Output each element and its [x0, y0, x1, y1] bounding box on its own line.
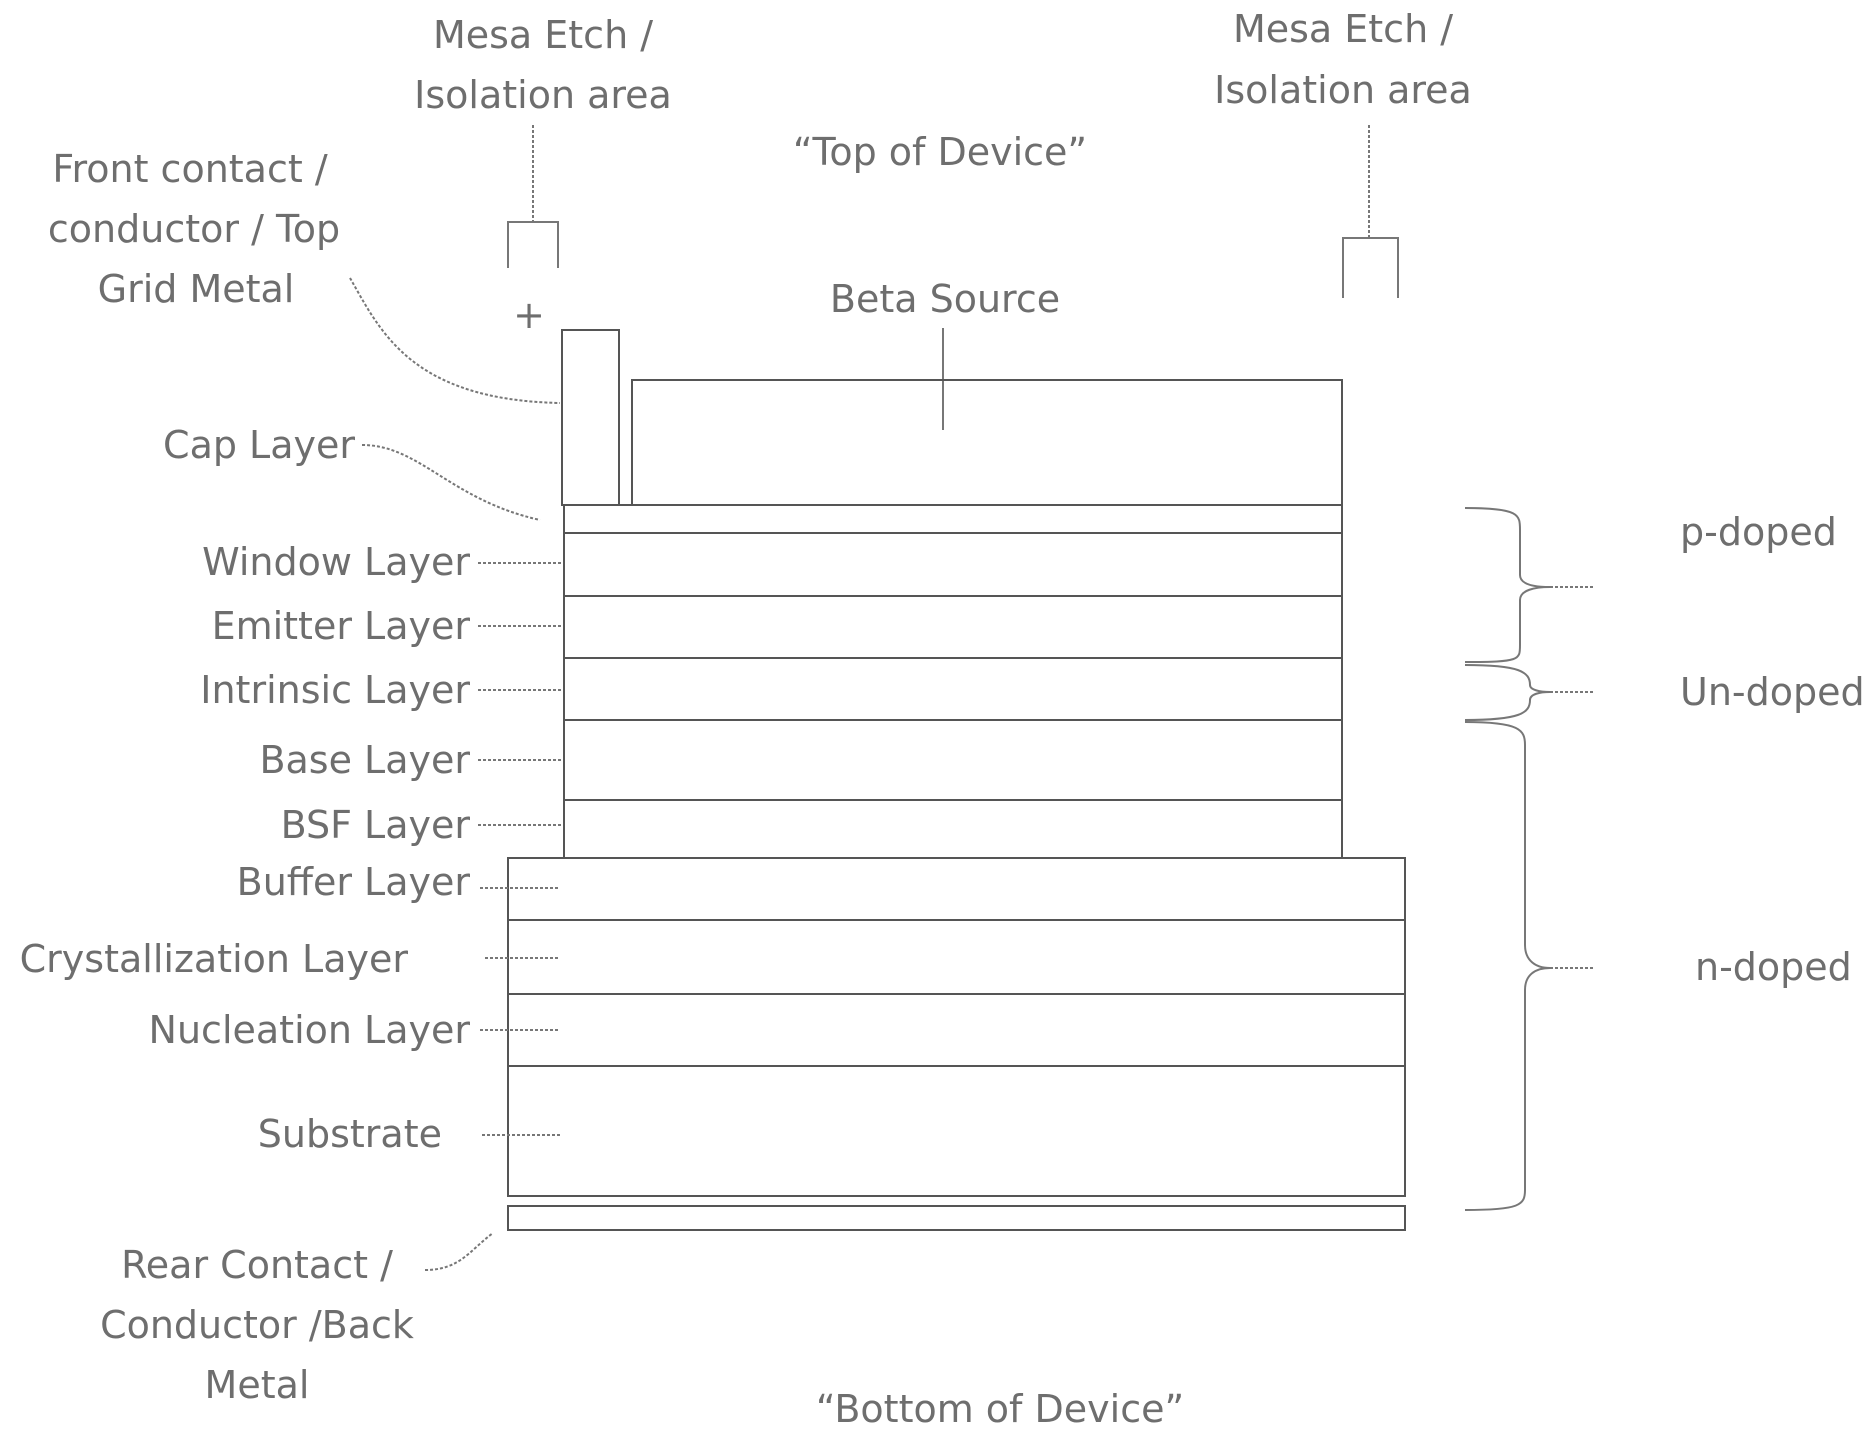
cap-layer [564, 505, 1342, 533]
n-doped-label: n-doped [1695, 945, 1852, 989]
emitter-layer-label: Emitter Layer [212, 604, 471, 648]
crystallization-layer-label: Crystallization Layer [20, 937, 409, 981]
n-doped-brace [1465, 722, 1550, 1210]
front-contact-label-line2: conductor / Top [48, 207, 340, 251]
window-layer-label: Window Layer [202, 540, 470, 584]
p-doped-brace [1465, 508, 1550, 662]
nucleation-layer [508, 994, 1405, 1066]
nucleation-layer-label: Nucleation Layer [149, 1008, 471, 1052]
bottom-of-device-label: “Bottom of Device” [816, 1387, 1184, 1431]
substrate [508, 1066, 1405, 1196]
beta-source-label: Beta Source [830, 277, 1060, 321]
substrate-label: Substrate [258, 1112, 442, 1156]
top-of-device-label: “Top of Device” [793, 130, 1087, 174]
buffer-layer [508, 858, 1405, 920]
base-layer-label: Base Layer [259, 738, 470, 782]
intrinsic-layer [564, 658, 1342, 720]
beta-source-block [632, 380, 1342, 505]
front-contact-label-line3: Grid Metal [98, 267, 295, 311]
polarity-plus: + [513, 293, 545, 337]
window-layer [564, 533, 1342, 596]
mesa-left-bracket [508, 222, 558, 268]
crystallization-layer [508, 920, 1405, 994]
bsf-layer-label: BSF Layer [281, 803, 471, 847]
mesa-right-label-line1: Mesa Etch / [1233, 7, 1453, 51]
p-doped-label: p-doped [1680, 510, 1837, 554]
rear-contact-label-line2: Conductor /Back [100, 1303, 414, 1347]
mesa-left-label-line2: Isolation area [414, 73, 672, 117]
un-doped-label: Un-doped [1680, 670, 1865, 714]
intrinsic-layer-label: Intrinsic Layer [200, 668, 470, 712]
cap-layer-label: Cap Layer [163, 423, 355, 467]
rear-contact-label-line3: Metal [205, 1363, 310, 1407]
front-contact-metal [562, 330, 619, 505]
cap-layer-leader [362, 445, 540, 520]
buffer-layer-label: Buffer Layer [237, 860, 471, 904]
front-contact-label-line1: Front contact / [52, 147, 327, 191]
rear-contact-metal [508, 1206, 1405, 1230]
rear-contact-leader [425, 1233, 493, 1270]
bsf-layer [564, 800, 1342, 858]
mesa-right-bracket [1343, 238, 1398, 298]
emitter-layer [564, 596, 1342, 658]
un-doped-brace [1465, 665, 1550, 720]
base-layer [564, 720, 1342, 800]
mesa-right-label-line2: Isolation area [1214, 68, 1472, 112]
mesa-left-label-line1: Mesa Etch / [433, 13, 653, 57]
rear-contact-label-line1: Rear Contact / [121, 1243, 393, 1287]
